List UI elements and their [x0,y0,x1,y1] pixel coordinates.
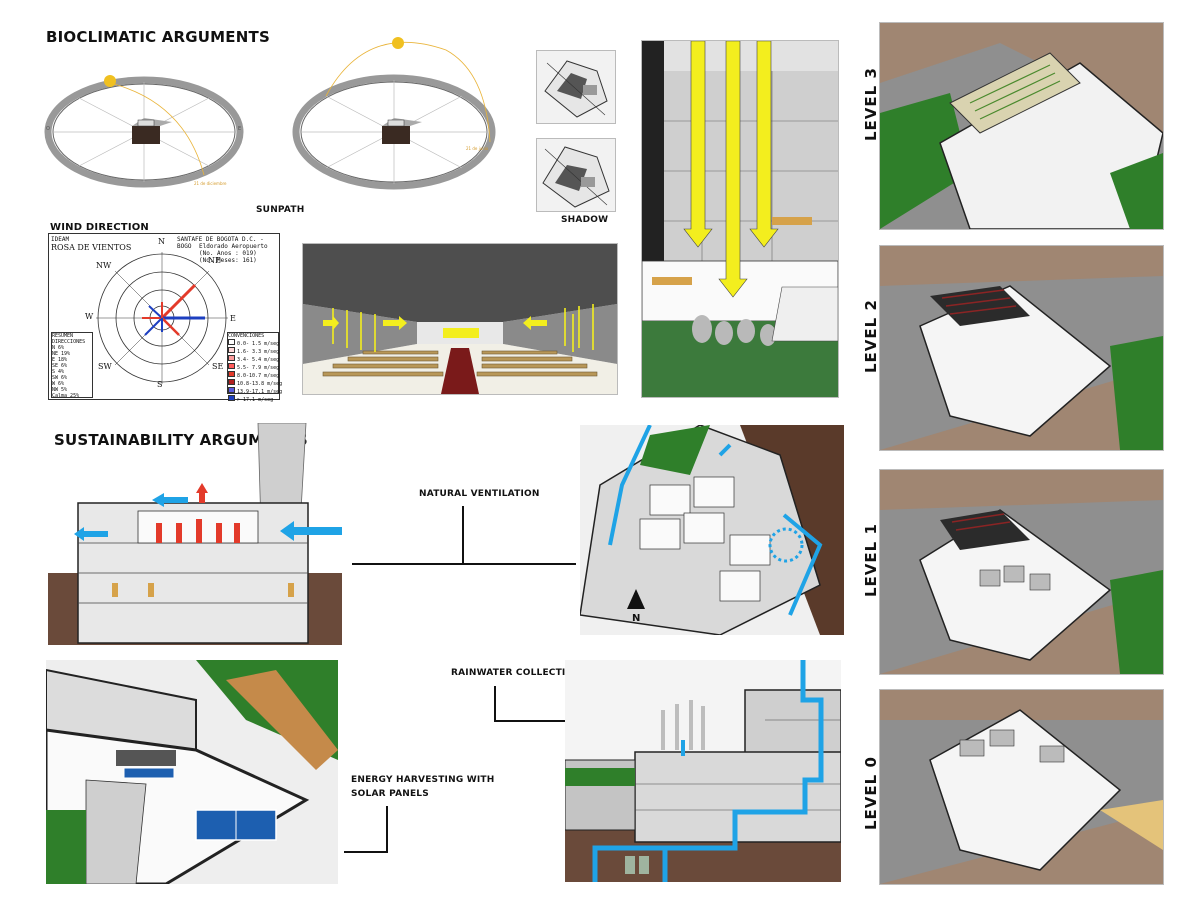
wind-station-1: SANTAFE DE BOGOTA D.C. - BOGO [177,236,264,250]
wind-dir-n: N [158,237,165,246]
wind-legend-title: CONVENCIONES [228,333,265,339]
energy-harvesting-leader-horizontal [344,851,388,853]
shadow-study-1 [536,50,616,124]
wind-legend-row: 5.5- 7.9 m/seg [228,363,280,371]
rainwater-leader-horizontal [494,720,566,722]
sustainability-heading: SUSTAINABILITY ARGUMENTS [54,431,308,449]
bioclimatic-heading: BIOCLIMATIC ARGUMENTS [46,28,270,46]
wind-legend-swatch [228,363,235,369]
wind-ideam: IDEAM [51,236,70,243]
wind-legend-swatch [228,387,235,393]
wind-legend-row: 13.9-17.1 m/seg [228,387,282,395]
wind-legend-swatch [228,355,235,361]
wind-legend-swatch [228,379,235,385]
sunpath-diagram-winter: O E 21 de diciembre [44,75,244,188]
wind-legend-swatch [228,371,235,377]
wind-dir-se: SE [212,362,224,371]
wind-dir-ne: NE [208,256,221,265]
natural-ventilation-label: NATURAL VENTILATION [419,489,540,499]
wind-legend-row: > 17.1 m/seg [228,395,278,403]
level-3-render [879,22,1164,230]
solar-panel-render [46,660,338,884]
wind-summary-row: S 4% [52,369,65,375]
wind-direction-heading: WIND DIRECTION [50,222,150,233]
wind-legend-text: 13.9-17.1 m/seg [237,389,283,395]
svg-text:E: E [238,126,241,132]
wind-rose-chart [96,252,228,384]
wind-legend-row: 10.8-13.8 m/seg [228,379,282,387]
wind-legend-text: 5.5- 7.9 m/seg [237,365,280,371]
wind-rose-panel: IDEAM ROSA DE VIENTOS SANTAFE DE BOGOTA … [48,233,282,403]
wind-dir-nw: NW [96,261,112,270]
wind-legend-text: 1.6- 3.3 m/seg [237,349,280,355]
wind-summary-title: RESUMEN DIRECCIONES [52,333,86,345]
svg-text:O: O [46,126,50,132]
natural-ventilation-leader-vertical [462,506,464,564]
auditorium-light-render [302,243,618,395]
wind-legend-text: 3.4- 5.4 m/seg [237,357,280,363]
sunpath-label: SUNPATH [256,205,305,215]
ventilation-section-render [48,423,342,645]
sun-label-winter: 21 de diciembre [194,181,227,186]
wind-dir-e: E [230,314,236,323]
rainwater-section-render [565,660,841,882]
rainwater-collection-label: RAINWATER COLLECTION [451,668,582,678]
ventilation-plan-render: N [580,425,844,635]
wind-summary-row: SW 6% [52,375,68,381]
wind-legend-row: 3.4- 5.4 m/seg [228,355,280,363]
sunpath-diagram-summer: 21 de junio [292,37,496,190]
wind-legend-text: 0.0- 1.5 m/seg [237,341,280,347]
wind-legend-row: 1.6- 3.3 m/seg [228,347,280,355]
level-0-label: LEVEL 0 [862,756,880,830]
sun-label-summer: 21 de junio [466,146,489,151]
wind-station-2: Eldorado Aeropuerto [199,243,268,250]
wind-legend-swatch [228,339,235,345]
wind-summary-row: W 6% [52,381,65,387]
energy-harvesting-label-1: ENERGY HARVESTING WITH [351,775,495,785]
wind-summary-row: Calma 25% [52,393,80,399]
shadow-label: SHADOW [561,215,609,225]
wind-dir-sw: SW [98,362,112,371]
wind-legend-swatch [228,347,235,353]
rainwater-leader-vertical [494,686,496,722]
wind-legend-text: 8.0-10.7 m/seg [237,373,280,379]
level-3-label: LEVEL 3 [862,67,880,141]
wind-dir-s: S [157,380,163,389]
level-1-label: LEVEL 1 [862,523,880,597]
energy-harvesting-leader-vertical [386,806,388,853]
north-arrow-label: N [632,613,640,624]
shadow-study-2 [536,138,616,212]
wind-summary-row: NW 5% [52,387,68,393]
wind-station-4: (No. Meses: 161) [199,257,257,264]
wind-legend-row: 8.0-10.7 m/seg [228,371,280,379]
wind-legend-text: 10.8-13.8 m/seg [237,381,283,387]
wind-legend-swatch [228,395,235,401]
level-2-render [879,245,1164,451]
wind-summary-row: E 18% [52,357,68,363]
wind-dir-w: W [85,312,94,321]
wind-rose-title: ROSA DE VIENTOS [51,243,132,252]
wind-station-3: (No. Anos : 019) [199,250,257,257]
atrium-section-render [641,40,839,398]
energy-harvesting-label-2: SOLAR PANELS [351,789,429,799]
wind-legend-text: > 17.1 m/seg [237,397,274,403]
wind-legend-box: CONVENCIONES 0.0- 1.5 m/seg 1.6- 3.3 m/se… [227,332,282,403]
wind-summary-box: RESUMEN DIRECCIONES N 6%NE 19%E 18%SE 6%… [51,332,93,399]
wind-summary-row: SE 6% [52,363,68,369]
level-0-render [879,689,1164,885]
wind-summary-row: N 6% [52,345,65,351]
natural-ventilation-leader-horizontal [352,563,576,565]
wind-legend-row: 0.0- 1.5 m/seg [228,339,280,347]
level-2-label: LEVEL 2 [862,299,880,373]
wind-summary-row: NE 19% [52,351,71,357]
level-1-render [879,469,1164,675]
